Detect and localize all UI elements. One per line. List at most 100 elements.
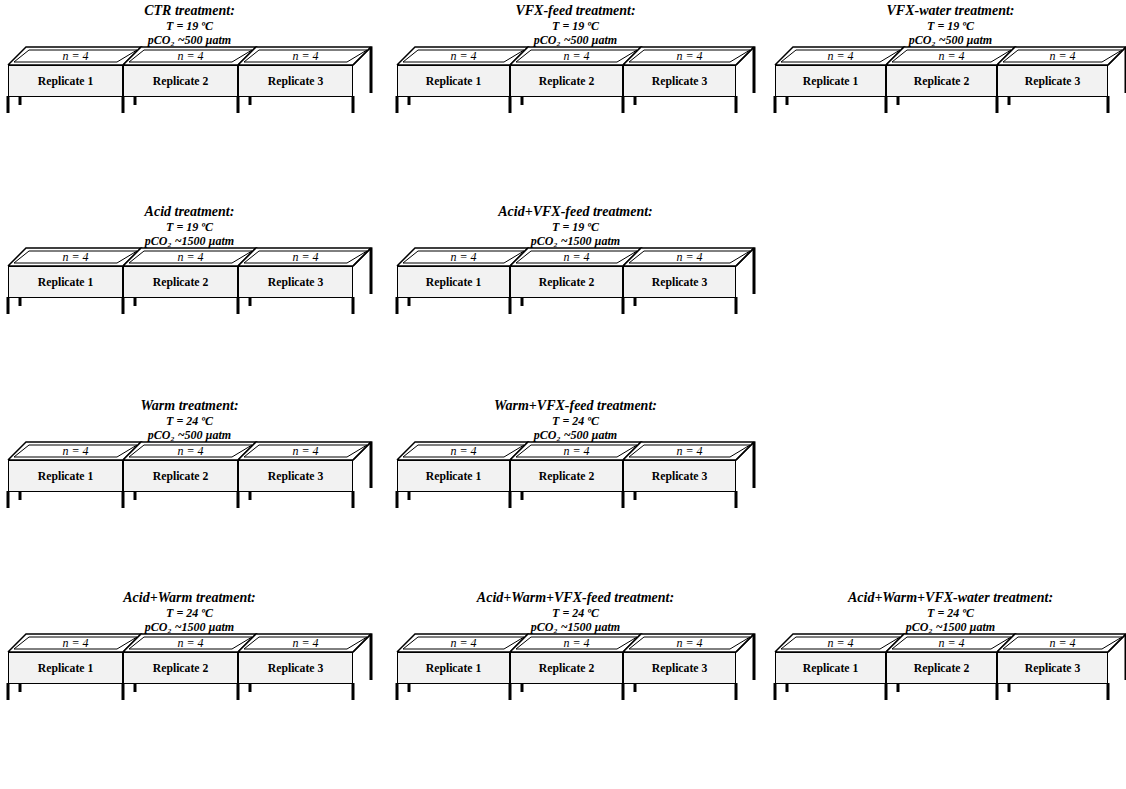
treatment-condition: pCO₂ ~1500 µatm [531,234,620,249]
replicate-tank: n = 4Replicate 1 [775,652,886,684]
replicate-tank: n = 4Replicate 2 [123,266,238,298]
replicate-tank: n = 4Replicate 1 [8,652,123,684]
replicate-label: Replicate 1 [9,276,122,289]
tank-leg [408,297,411,306]
sample-size: n = 4 [450,250,476,265]
replicate-label: Replicate 2 [511,470,622,483]
tank-side [753,442,756,488]
treatment-title: Acid+Warm+VFX-feed treatment: [477,590,674,606]
replicate-tank: n = 4Replicate 1 [397,652,510,684]
treatment-title: VFX-feed treatment: [515,3,635,19]
tank-leg [408,491,411,500]
replicate-tank: n = 4Replicate 3 [623,652,736,684]
sample-size: n = 4 [450,636,476,651]
tank-edge [1108,47,1126,65]
tank-leg [237,683,240,700]
tank-rim [623,248,754,266]
tank-leg [7,297,10,314]
tank-leg [521,96,524,105]
treatment-title: Acid+Warm treatment: [123,590,256,606]
tank-rim [238,442,371,460]
tank-leg [1008,96,1011,105]
treatment-title: Warm treatment: [140,398,238,414]
sample-size: n = 4 [827,49,853,64]
tank-leg [774,683,777,700]
tank-rim [775,634,904,652]
replicate-label: Replicate 1 [9,662,122,675]
replicate-tank: n = 4Replicate 2 [123,652,238,684]
tank-leg [352,491,355,508]
tank-leg [134,491,137,500]
tank-leg [122,96,125,113]
replicate-tank: n = 4Replicate 3 [997,65,1108,97]
treatment-condition: T = 19 ºC [552,220,599,235]
treatment-condition: pCO₂ ~500 µatm [148,33,231,48]
tank-rim [623,634,754,652]
tank-rim [238,248,371,266]
treatment-condition: T = 19 ºC [166,220,213,235]
replicate-tank: n = 4Replicate 3 [623,266,736,298]
sample-size: n = 4 [177,49,203,64]
tank-rim [397,248,528,266]
treatment-condition: T = 24 ºC [552,606,599,621]
tank-leg [509,491,512,508]
tank-rim [997,47,1126,65]
treatment-condition: pCO₂ ~1500 µatm [145,620,234,635]
tank-rim [397,442,528,460]
replicate-label: Replicate 1 [398,276,509,289]
tank-leg [774,96,777,113]
sample-size: n = 4 [676,636,702,651]
sample-size: n = 4 [563,444,589,459]
treatment-title: Warm+VFX-feed treatment: [494,398,657,414]
tank-leg [396,297,399,314]
replicate-tank: n = 4Replicate 3 [238,65,353,97]
sample-size: n = 4 [676,250,702,265]
replicate-tank: n = 4Replicate 3 [238,652,353,684]
tank-rim [397,47,528,65]
replicate-label: Replicate 3 [998,662,1107,675]
replicate-label: Replicate 2 [124,276,237,289]
replicate-label: Replicate 3 [998,75,1107,88]
tank-leg [7,683,10,700]
tank-leg [249,683,252,692]
tank-leg [122,491,125,508]
tank-leg [521,683,524,692]
sample-size: n = 4 [827,636,853,651]
tank-side [370,442,373,488]
treatment-title: Acid+VFX-feed treatment: [498,204,653,220]
tank-leg [408,683,411,692]
tank-leg [7,491,10,508]
replicate-tank: n = 4Replicate 2 [886,652,997,684]
tank-leg [885,96,888,113]
sample-size: n = 4 [177,250,203,265]
sample-size: n = 4 [938,49,964,64]
replicate-tank: n = 4Replicate 1 [397,65,510,97]
replicate-label: Replicate 1 [398,662,509,675]
treatment-condition: pCO₂ ~1500 µatm [145,234,234,249]
sample-size: n = 4 [676,49,702,64]
tank-leg [622,297,625,314]
tank-edge [353,634,371,652]
sample-size: n = 4 [1049,636,1075,651]
treatment-condition: T = 19 ºC [552,19,599,34]
tank-leg [521,491,524,500]
tank-leg [19,491,22,500]
tank-leg [352,683,355,700]
tank-side [370,47,373,93]
treatment-condition: pCO₂ ~1500 µatm [531,620,620,635]
tank-rim [8,248,141,266]
tank-leg [122,683,125,700]
replicate-label: Replicate 3 [239,276,352,289]
replicate-label: Replicate 3 [624,470,735,483]
replicate-tank: n = 4Replicate 3 [623,65,736,97]
replicate-label: Replicate 2 [511,276,622,289]
tank-leg [19,683,22,692]
replicate-label: Replicate 2 [887,75,996,88]
tank-rim [997,634,1126,652]
treatment-condition: T = 19 ºC [927,19,974,34]
treatment-condition: pCO₂ ~500 µatm [534,33,617,48]
replicate-label: Replicate 2 [887,662,996,675]
sample-size: n = 4 [62,250,88,265]
tank-rim [886,634,1015,652]
